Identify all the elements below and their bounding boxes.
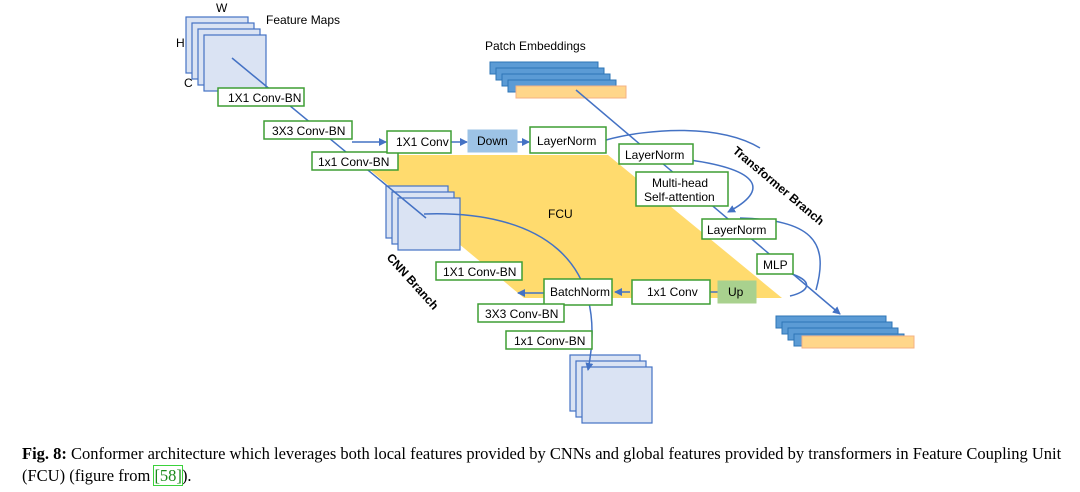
transformer-attention: Multi-head Self-attention (635, 171, 729, 207)
svg-text:LayerNorm: LayerNorm (625, 148, 684, 162)
output-tokens (775, 315, 915, 349)
fcu-down-layernorm: LayerNorm (529, 126, 607, 154)
output-feature-maps (569, 354, 653, 424)
transformer-mlp: MLP (756, 253, 794, 275)
svg-text:3X3 Conv-BN: 3X3 Conv-BN (485, 307, 558, 321)
svg-text:3X3 Conv-BN: 3X3 Conv-BN (272, 124, 345, 138)
cnn-block-1: 1X1 Conv-BN (217, 87, 305, 107)
svg-text:LayerNorm: LayerNorm (537, 134, 596, 148)
svg-text:LayerNorm: LayerNorm (707, 223, 766, 237)
svg-text:Multi-head: Multi-head (652, 176, 708, 190)
svg-text:BatchNorm: BatchNorm (550, 285, 610, 299)
transformer-layernorm-1: LayerNorm (618, 143, 694, 165)
fcu-up-batchnorm: BatchNorm (543, 278, 613, 306)
svg-text:1X1 Conv-BN: 1X1 Conv-BN (228, 91, 301, 105)
cnn-out-block-1: 1X1 Conv-BN (435, 261, 523, 281)
fcu-down-conv: 1X1 Conv (386, 130, 452, 154)
mid-feature-maps (385, 185, 461, 251)
transformer-branch-label: Transformer Branch (730, 144, 827, 228)
svg-text:MLP: MLP (763, 258, 788, 272)
cnn-out-block-2: 3X3 Conv-BN (477, 303, 565, 323)
fcu-band (352, 155, 782, 298)
fcu-down-sampler: Down (467, 129, 518, 153)
caption-text-2: ). (181, 466, 192, 485)
citation-link[interactable]: [58] (153, 465, 183, 486)
svg-text:Up: Up (728, 285, 744, 299)
svg-text:Self-attention: Self-attention (644, 190, 715, 204)
flow-arrows (231, 57, 841, 371)
svg-text:1x1 Conv-BN: 1x1 Conv-BN (318, 155, 389, 169)
dim-c-label: C (184, 76, 193, 90)
dim-h-label: H (176, 36, 185, 50)
fcu-up-conv: 1x1 Conv (631, 279, 711, 305)
cnn-out-block-3: 1x1 Conv-BN (505, 330, 593, 350)
patch-embeddings-tokens (489, 61, 627, 99)
svg-text:1x1 Conv-BN: 1x1 Conv-BN (514, 334, 585, 348)
figure-caption: Fig. 8: Conformer architecture which lev… (22, 443, 1062, 487)
figure-label: Fig. 8: (22, 444, 67, 463)
dim-w-label: W (216, 1, 228, 15)
conformer-diagram: FCU W H C Feature Maps Patch Embeddings (176, 1, 915, 424)
cnn-block-3: 1x1 Conv-BN (311, 151, 399, 171)
caption-text-1: Conformer architecture which leverages b… (22, 444, 1062, 485)
cnn-block-2: 3X3 Conv-BN (263, 120, 353, 140)
cnn-branch-label: CNN Branch (384, 251, 442, 313)
transformer-layernorm-2: LayerNorm (701, 218, 777, 240)
fcu-up-sampler: Up (717, 280, 757, 304)
svg-text:1X1 Conv: 1X1 Conv (396, 135, 449, 149)
input-feature-maps (185, 16, 267, 92)
svg-text:1X1 Conv-BN: 1X1 Conv-BN (443, 265, 516, 279)
feature-maps-title: Feature Maps (266, 13, 340, 27)
svg-text:1x1 Conv: 1x1 Conv (647, 285, 698, 299)
fcu-label: FCU (548, 207, 573, 221)
patch-embeddings-title: Patch Embeddings (485, 39, 586, 53)
svg-text:Down: Down (477, 134, 508, 148)
